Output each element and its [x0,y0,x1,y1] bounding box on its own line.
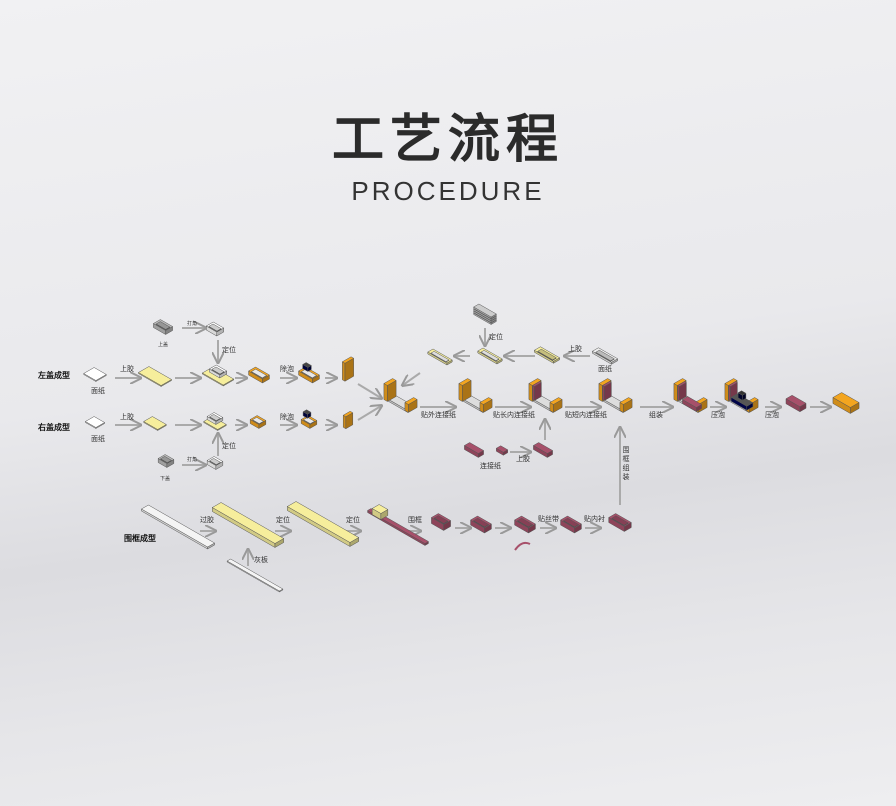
positioned-frame-shape [286,501,360,547]
glued-paper-shape [143,416,167,431]
label: 贴丝带 [538,514,559,523]
label: 定位 [222,345,236,354]
label: 连接纸 [480,461,501,470]
tray-inner [562,517,580,528]
frame-lining [602,381,612,401]
tray-inner [209,458,221,466]
flow-arrow [403,372,421,385]
label: 围框 [408,515,422,524]
label: 定位 [276,515,290,524]
label: 贴长内连接纸 [493,410,535,419]
tray-inner [300,368,318,379]
tray-inner [252,417,264,425]
face-paper-shape [84,416,106,429]
label: 打角 [187,456,197,463]
label: 上胶 [120,364,134,373]
board-side-shape [342,410,354,430]
tray-inner [480,350,500,362]
tray-inner [516,517,534,528]
label: 定位 [489,332,503,341]
tray-inner [537,348,557,361]
tray-inner [211,366,225,375]
label: 贴内衬 [584,514,605,523]
tray-inner [250,368,268,379]
tray-inner [595,349,615,362]
boxed-frame-shape [785,394,807,413]
frame-side [383,378,397,402]
glued-connector-shape [532,442,554,458]
frame-side [479,397,493,413]
label: 面纸 [91,386,105,395]
lining-shape [681,396,703,412]
glued-frame-paper-shape [211,502,285,548]
connector-paper-shape [463,442,485,458]
press-tool-shape [302,409,312,419]
label: 下盖 [160,475,170,482]
grey-board-shape [226,558,284,593]
press-tool-shape [737,390,747,401]
label: 打角 [187,320,197,327]
page-subtitle: PROCEDURE [351,176,545,206]
frame-side [549,397,563,413]
label: 压泡 [711,410,725,419]
flow-arrow [357,383,381,398]
label-vertical: 围框组装 [622,446,630,482]
tray-inner [303,417,315,425]
tray-inner [155,321,171,331]
frame-corner-shape [371,504,389,520]
label: 上胶 [120,412,134,421]
row-label-frame: 围框成型 [124,533,156,543]
frame-side [619,397,633,413]
row-label-right-cover: 右盖成型 [37,422,70,432]
page-title: 工艺流程 [331,110,564,170]
label: 组装 [649,410,663,419]
tray-inner [611,515,629,527]
board-stack-shape [473,303,497,319]
label: 面纸 [91,434,105,443]
label: 上胶 [516,454,530,463]
label: 面纸 [598,364,612,373]
frame-side [404,397,418,413]
tray-inner [209,414,221,422]
flow-arrow [357,406,381,421]
face-paper-shape [83,367,107,382]
label: 定位 [346,515,360,524]
label: 上胶 [568,344,582,353]
row-label-left-cover: 左盖成型 [37,370,70,380]
label: 除泡 [280,412,294,421]
label: 定位 [222,441,236,450]
connector-paper-shape [495,445,509,456]
frame-lining [532,381,542,401]
label: 贴短内连接纸 [565,410,607,419]
finished-box-shape [832,392,860,414]
frame-side [458,378,472,402]
ribbon-shape [514,541,531,551]
label: 灰板 [254,555,268,564]
frame-paper-shape [140,504,216,550]
press-tool-shape [302,362,312,372]
tray-inner [472,517,490,528]
label: 上盖 [158,341,168,348]
label: 过胶 [200,515,214,524]
label: 贴外连接纸 [421,410,456,419]
board-side-shape [341,356,355,382]
glued-paper-shape [137,366,173,387]
frame-lining [677,381,687,401]
label: 压泡 [765,410,779,419]
tray-inner [430,351,450,363]
tray-inner [160,456,172,464]
tray-inner [208,323,222,332]
label: 除泡 [280,364,294,373]
tray-inner [433,515,449,525]
